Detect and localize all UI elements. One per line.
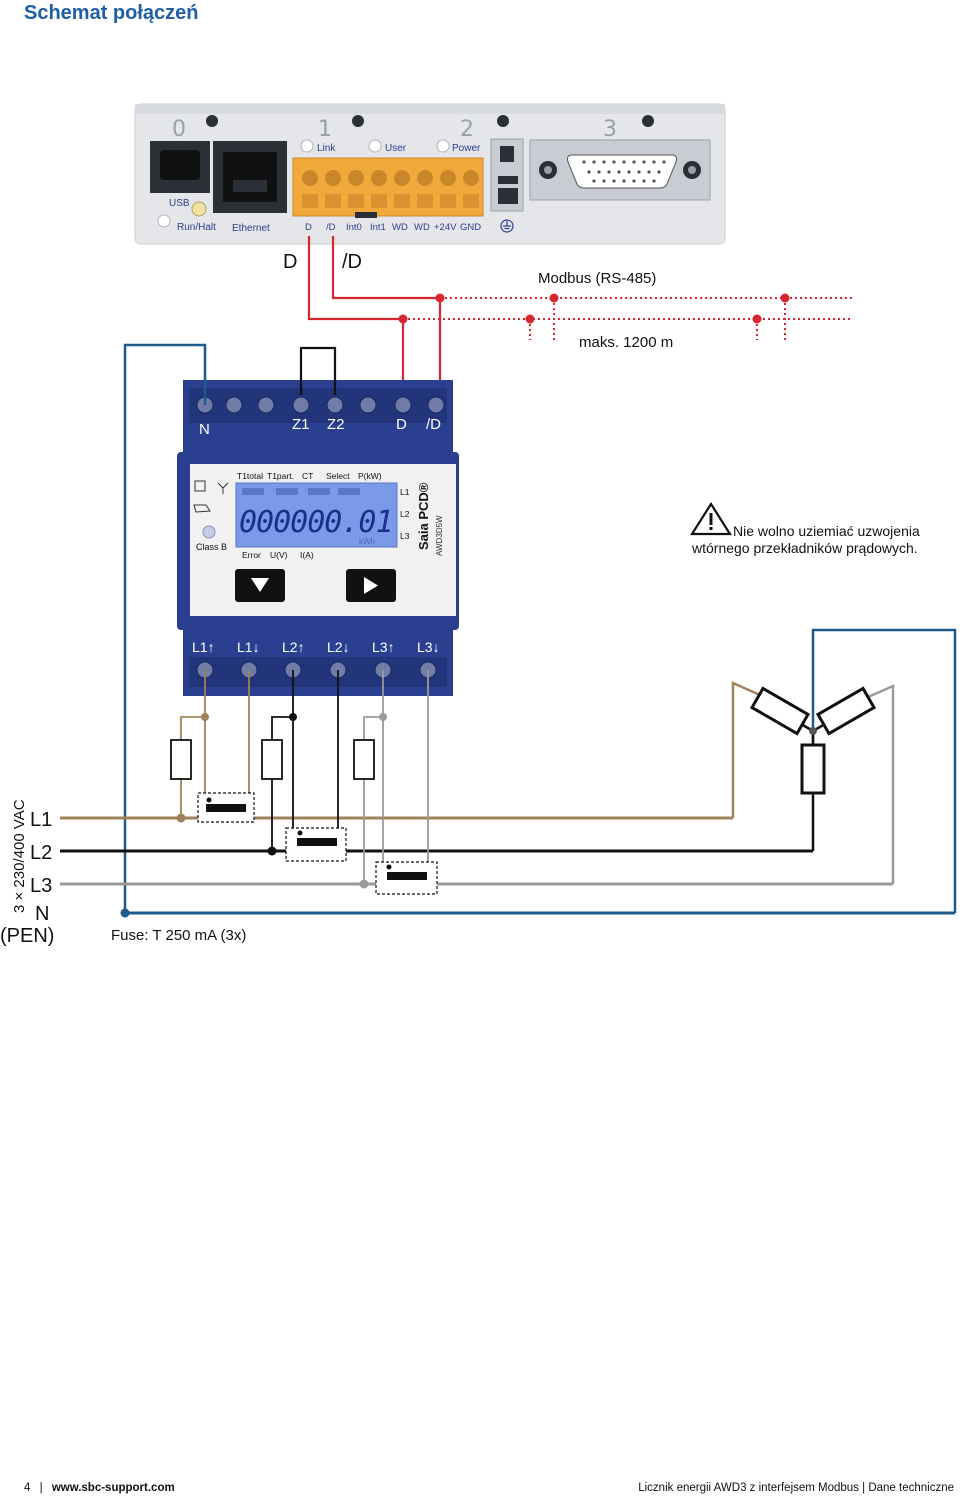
meter-next-button[interactable] xyxy=(346,569,396,602)
meter-terminal-d: D xyxy=(396,416,407,433)
line-label-l1: L1 xyxy=(30,809,52,831)
meter-down-button[interactable] xyxy=(235,569,285,602)
meter-voltage-label: U(V) xyxy=(270,550,288,560)
dsub-connector[interactable] xyxy=(529,139,711,201)
screw-icon xyxy=(642,115,654,127)
supply-voltage-label: 3 × 230/400 VAC xyxy=(11,799,28,913)
usb-label: USB xyxy=(169,198,190,209)
display-label-t1part: T1part. xyxy=(267,471,294,481)
led-label-link: Link xyxy=(317,143,336,154)
bus-protocol-label: Modbus (RS-485) xyxy=(538,270,656,287)
meter-terminal-l1-out: L1↓ xyxy=(237,639,260,655)
led-label-power: Power xyxy=(452,143,481,154)
triangle-down-icon xyxy=(251,578,269,592)
page-title: Schemat połączeń xyxy=(24,2,199,24)
fuse-l3 xyxy=(353,739,375,780)
meter-error-label: Error xyxy=(242,550,261,560)
pen-label: (PEN) xyxy=(0,925,54,947)
meter-terminal-l2-out: L2↓ xyxy=(327,639,350,655)
meter-terminal-nd: /D xyxy=(426,416,441,433)
meter-terminal-z1: Z1 xyxy=(292,416,310,433)
display-label-t1total: T1total xyxy=(237,471,263,481)
phase-label-l1: L1 xyxy=(400,487,410,497)
warning-note: Nie wolno uziemiać uzwojenia wtórnego pr… xyxy=(690,501,920,556)
terminal-label-d: D xyxy=(305,222,312,233)
lcd-unit: kWh xyxy=(359,537,375,546)
fuse-label: Fuse: T 250 mA (3x) xyxy=(111,927,246,944)
screw-icon xyxy=(352,115,364,127)
run-halt-button[interactable] xyxy=(157,214,171,228)
led-icon xyxy=(300,139,314,153)
terminal-label-gnd: GND xyxy=(460,222,481,233)
terminal-label-nd: /D xyxy=(326,222,336,233)
meter-terminal-l3-in: L3↑ xyxy=(372,639,395,655)
terminal-label-int1: Int1 xyxy=(370,222,386,233)
meter-model: AWD3D5W xyxy=(435,515,444,556)
bus-nd-label: /D xyxy=(342,251,362,273)
line-label-l3: L3 xyxy=(30,875,52,897)
hand-icon xyxy=(193,504,211,513)
page-number: 4 xyxy=(24,1482,31,1494)
display-label-pkw: P(kW) xyxy=(358,471,382,481)
terminal-label-wd2: WD xyxy=(414,222,430,233)
ethernet-label: Ethernet xyxy=(232,223,270,234)
star-connection-icon xyxy=(217,482,229,494)
warning-line-2: wtórnego przekładników prądowych. xyxy=(691,540,918,556)
star-load xyxy=(749,686,877,795)
rs485-bus: D /D Modbus (RS-485) maks. 1200 m xyxy=(283,236,852,385)
display-label-ct: CT xyxy=(302,471,313,481)
line-label-l2: L2 xyxy=(30,842,52,864)
phase-label-l2: L2 xyxy=(400,509,410,519)
run-halt-label: Run/Halt xyxy=(177,222,216,233)
terminal-block xyxy=(292,157,484,218)
plc-controller: 0 1 2 3 USB Run/Halt Ethernet Link User … xyxy=(134,103,726,245)
slot-number-2: 2 xyxy=(460,117,474,142)
meter-brand: Saia PCD® xyxy=(416,482,431,550)
screw-icon xyxy=(206,115,218,127)
meter-class-label: Class B xyxy=(196,542,227,552)
bus-d-label: D xyxy=(283,251,297,273)
slot-number-0: 0 xyxy=(172,117,186,142)
z1-z2-jumper xyxy=(299,346,337,395)
fuse-l1 xyxy=(170,739,192,780)
meter-current-label: I(A) xyxy=(300,550,314,560)
terminal-label-int0: Int0 xyxy=(346,222,362,233)
led-icon xyxy=(368,139,382,153)
footer-doc-title: Licznik energii AWD3 z interfejsem Modbu… xyxy=(638,1482,954,1494)
meter-terminal-n: N xyxy=(199,421,210,438)
terminal-label-wd1: WD xyxy=(392,222,408,233)
energy-meter: N Z1 Z2 D /D Class B T1total T1part. CT … xyxy=(177,380,459,696)
current-transformer-l1 xyxy=(197,792,255,823)
led-icon xyxy=(436,139,450,153)
phase-label-l3: L3 xyxy=(400,531,410,541)
led-icon xyxy=(191,201,207,217)
meter-mode-icon xyxy=(194,480,206,492)
screw-icon xyxy=(497,115,509,127)
led-label-user: User xyxy=(385,143,407,154)
supply-wiring: 3 × 230/400 VAC L1 L2 L3 N (PEN) Fuse: T… xyxy=(0,343,957,947)
display-label-select: Select xyxy=(326,471,350,481)
ground-icon xyxy=(500,219,514,233)
slot-number-1: 1 xyxy=(318,117,332,142)
warning-line-1: Nie wolno uziemiać uzwojenia xyxy=(733,523,920,539)
current-transformer-l2 xyxy=(285,827,347,862)
terminal-label-24v: +24V xyxy=(434,222,457,233)
meter-terminal-l1-in: L1↑ xyxy=(192,639,215,655)
footer-left: 4 | www.sbc-support.com xyxy=(24,1482,175,1494)
current-transformer-l3 xyxy=(375,861,438,895)
fuse-l2 xyxy=(261,739,283,780)
slot-number-3: 3 xyxy=(603,117,617,142)
bus-length-label: maks. 1200 m xyxy=(579,334,673,351)
lcd-value: 000000.01 xyxy=(239,505,393,540)
meter-terminal-l3-out: L3↓ xyxy=(417,639,440,655)
line-label-n: N xyxy=(35,903,49,925)
footer-site-link[interactable]: www.sbc-support.com xyxy=(51,1482,175,1494)
meter-terminal-z2: Z2 xyxy=(327,416,345,433)
led-icon xyxy=(202,525,216,539)
meter-terminal-l2-in: L2↑ xyxy=(282,639,305,655)
triangle-right-icon xyxy=(364,577,378,594)
